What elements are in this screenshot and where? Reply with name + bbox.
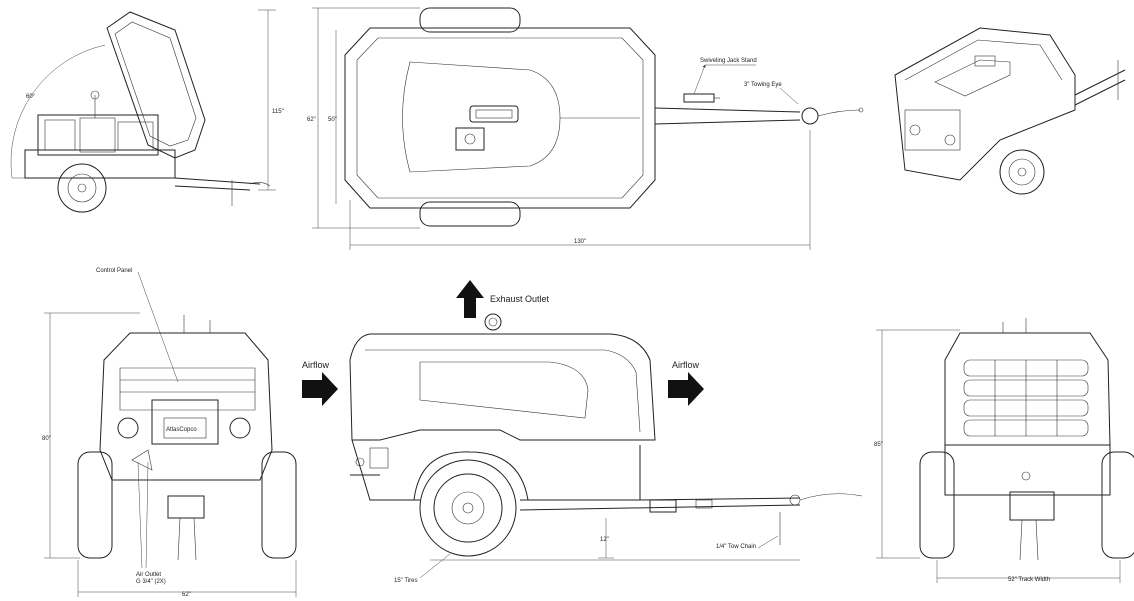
angle-arc <box>10 44 106 179</box>
brand-plate: AtlasCopco <box>166 427 197 433</box>
rear-tire-left <box>919 451 955 559</box>
front-tire-left <box>77 451 113 559</box>
width-50-label: 50" <box>328 117 337 123</box>
iso-wheel <box>999 149 1045 195</box>
top-tire-left <box>419 7 521 33</box>
width-62-top-label: 62" <box>307 117 316 123</box>
height-115-label: 115" <box>272 109 284 115</box>
jack-stand <box>683 93 715 103</box>
length-130-label: 130" <box>574 239 586 245</box>
rear-tire-right <box>1101 451 1134 559</box>
clearance-12-label: 12" <box>600 537 609 543</box>
top-tire-right <box>419 201 521 227</box>
airflow-left-group: Airflow <box>302 360 338 406</box>
jack-stand-label: Swiveling Jack Stand <box>700 58 757 64</box>
towing-eye <box>801 107 819 125</box>
airflow-left-label: Airflow <box>302 360 330 370</box>
airflow-left-arrow <box>302 372 338 406</box>
control-panel-label: Control Panel <box>96 268 132 274</box>
side-view: 12" 15" Tires 1/4" Tow Chain <box>349 313 863 584</box>
rear-view: 85" 52" Track Width <box>874 318 1134 583</box>
track-width-label: 52" Track Width <box>1008 577 1050 583</box>
front-tire-right <box>261 451 297 559</box>
rear-body <box>944 332 1111 446</box>
front-view: 80" Control Panel AtlasCopco Air Outlet … <box>42 268 297 598</box>
open-canopy <box>106 11 206 159</box>
engine-block <box>37 114 159 156</box>
top-body <box>344 27 656 209</box>
lifting-eye-top <box>469 105 519 123</box>
air-outlet-size-label: G 3/4" (2X) <box>136 579 166 585</box>
control-panel <box>151 399 219 445</box>
front-light-left <box>117 417 139 439</box>
side-wheel <box>419 459 517 557</box>
side-view-open-canopy: 60° 115" <box>10 9 284 213</box>
tires-label: 15" Tires <box>394 578 417 584</box>
height-80-label: 80" <box>42 436 51 442</box>
towing-eye-label: 3" Towing Eye <box>744 82 782 88</box>
front-light-right <box>229 417 251 439</box>
exhaust-outlet-label: Exhaust Outlet <box>490 294 550 304</box>
exhaust-arrow <box>456 280 484 318</box>
width-62-bottom-label: 62" <box>182 592 191 598</box>
front-body <box>99 332 273 481</box>
height-85-label: 85" <box>874 442 883 448</box>
air-outlet-label: Air Outlet <box>136 572 161 578</box>
tow-chain-label: 1/4" Tow Chain <box>716 544 756 550</box>
top-view: 62" 50" 130" Swiveling Jack Stand <box>307 7 864 250</box>
wheel <box>57 163 107 213</box>
airflow-right-group: Airflow <box>668 360 704 406</box>
isometric-view <box>894 27 1126 195</box>
airflow-right-label: Airflow <box>672 360 700 370</box>
exhaust-group: Exhaust Outlet <box>456 280 550 318</box>
angle-label: 60° <box>26 94 36 100</box>
airflow-right-arrow <box>668 372 704 406</box>
side-canopy <box>349 333 656 441</box>
iso-body <box>894 27 1076 181</box>
